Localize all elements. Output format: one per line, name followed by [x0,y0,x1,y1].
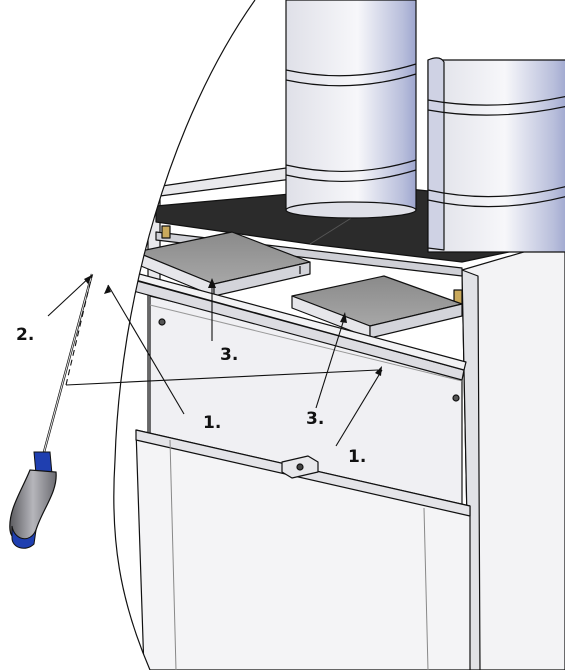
detail-circle-border [113,0,256,670]
leader-arrowheads [84,275,382,376]
duct-right [427,57,565,253]
callout-3-left: 3. [220,345,238,365]
callout-1-right: 1. [348,447,366,467]
leader-lines [47,274,383,447]
unit-assembly [113,0,565,670]
duct-left [285,0,417,219]
screwdriver-icon [9,273,94,549]
cover-strip [113,267,465,381]
filter-tray-left [135,231,311,297]
callout-2: 2. [16,325,34,345]
callout-3-right: 3. [306,409,324,429]
callout-1-left: 1. [203,413,221,433]
